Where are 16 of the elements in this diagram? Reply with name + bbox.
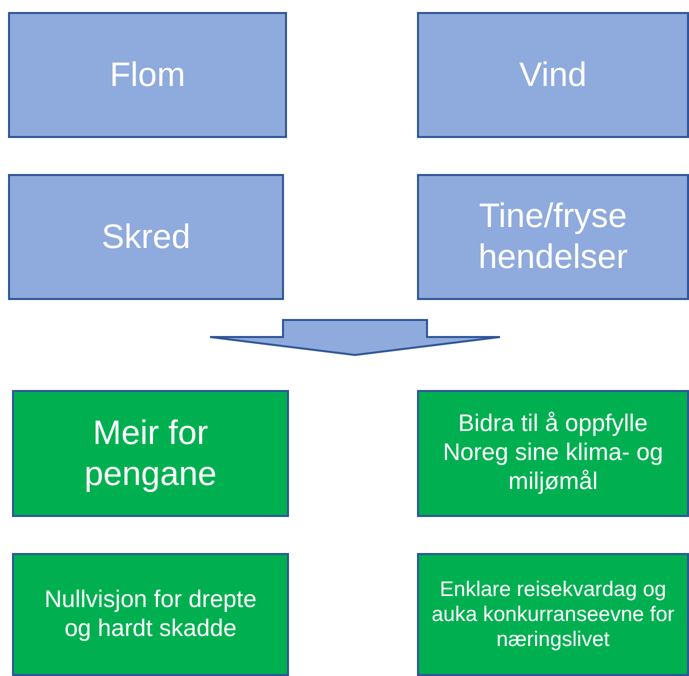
box-label: Vind (519, 54, 587, 96)
box-label: Tine/fryse hendelser (477, 196, 629, 278)
box-label: Enklare reisekvardag og auka konkurranseevne for næringslivet (430, 576, 676, 652)
goal-box (12, 553, 289, 676)
goal-box (417, 553, 689, 676)
box-label: Meir for pengane (83, 412, 218, 494)
goal-box (12, 390, 289, 517)
box-label: Nullvisjon for drepte og hardt skadde (43, 586, 258, 644)
box-label: Skred (102, 216, 190, 258)
box-label: Bidra til å oppfylle Noreg sine klima- og miljømål (442, 410, 664, 497)
hazard-box (417, 12, 689, 138)
hazard-box (417, 174, 689, 300)
goal-box (417, 390, 689, 517)
hazard-box (8, 12, 287, 138)
box-label: Flom (110, 54, 186, 96)
hazard-box (8, 174, 284, 300)
